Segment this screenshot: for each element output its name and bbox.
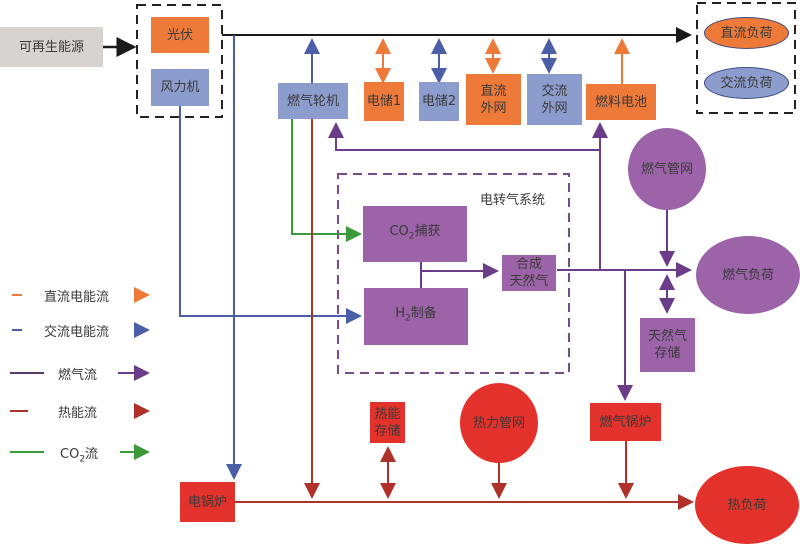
ac-grid-label-2: 外网 [541,100,568,116]
wind-to-h2-line [179,105,362,324]
heat-storage-label-2: 存储 [374,423,401,439]
dc-grid-label-1: 直流 [480,83,507,99]
legend-co2-label: CO2流 [60,447,99,465]
co2-capture-label: CO2捕获 [389,223,441,242]
renewable-group-box [136,4,223,118]
co2-capture-node: CO2捕获 [363,206,467,262]
gas-storage-label-1: 天然气 [647,329,687,344]
h2-production-label: H2制备 [395,306,437,324]
gas-storage-node: 天然气 存储 [640,318,695,372]
dc-grid-label-2: 外网 [480,100,507,116]
pv-node: 光伏 [151,17,209,53]
storage1-node: 电储1 [364,82,404,121]
legend-dc-label: 直流电能流 [44,290,110,305]
gas-network-node: 燃气管网 [628,128,706,210]
syngas-label-1: 合成 [515,257,542,272]
heat-network-node: 热力管网 [460,383,538,463]
h2-production-node: H2制备 [364,288,468,345]
legend-ac-label: 交流电能流 [44,325,110,340]
electric-boiler-node: 电锅炉 [180,482,235,522]
p2g-group-box [337,173,570,374]
storage2-node: 电储2 [419,82,459,121]
heat-load-node: 热负荷 [695,466,799,544]
legend-gas-label: 燃气流 [58,368,98,383]
heat-storage-node: 热能 存储 [370,402,405,443]
ac-grid-label-1: 交流 [541,83,568,99]
gas-storage-label-2: 存储 [654,346,681,361]
fuel-cell-node: 燃料电池 [586,84,656,120]
wind-turbine-node: 风力机 [151,69,209,106]
gas-boiler-node: 燃气锅炉 [590,403,661,441]
load-group-box [696,2,796,114]
gas-turbine-node: 燃气轮机 [278,83,348,119]
gas-to-turbine-line [328,122,601,270]
renewable-source-node: 可再生能源 [0,27,103,67]
gas-load-node: 燃气负荷 [696,236,800,314]
syngas-node: 合成 天然气 [502,255,556,291]
ac-grid-node: 交流 外网 [527,74,582,125]
co2-flow-line [291,118,362,242]
dc-load-node: 直流负荷 [704,17,789,49]
legend-heat-label: 热能流 [58,406,98,421]
dc-grid-node: 直流 外网 [466,74,521,125]
p2g-system-title: 电转气系统 [480,193,546,208]
ac-load-node: 交流负荷 [704,67,789,99]
syngas-label-2: 天然气 [509,274,549,289]
heat-storage-label-1: 热能 [374,406,401,422]
